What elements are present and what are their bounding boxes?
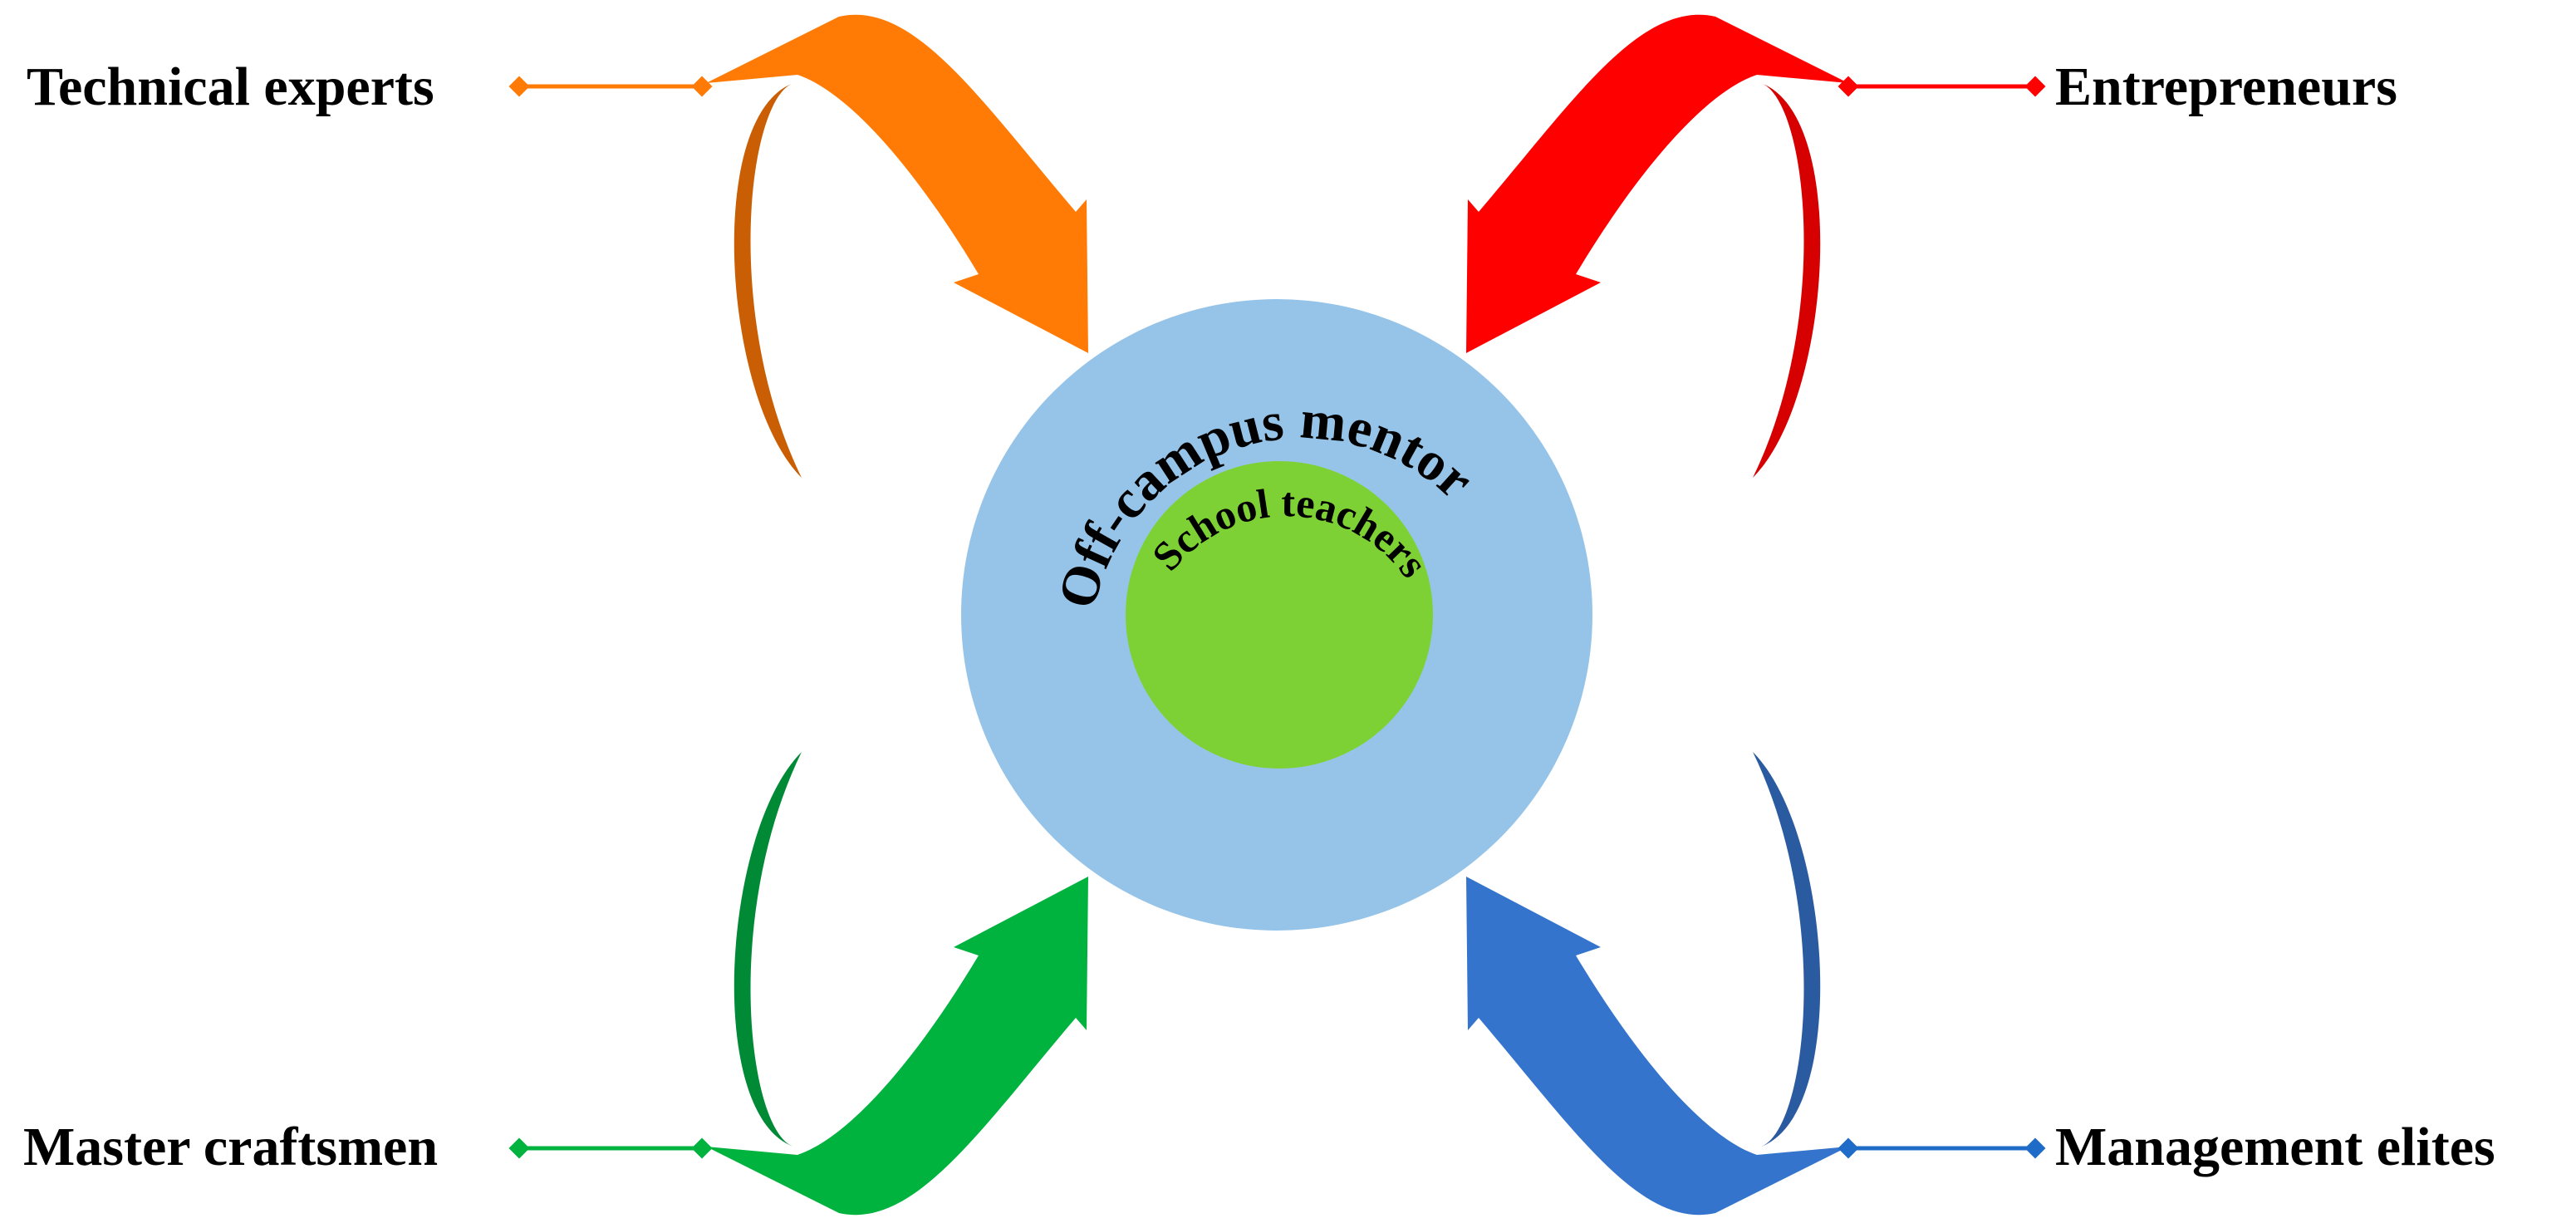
entrepreneurs-arrow — [1466, 14, 1848, 478]
management-elites-label: Management elites — [2055, 1117, 2495, 1177]
technical-experts-label: Technical experts — [27, 56, 434, 117]
inner-circle — [1126, 461, 1433, 769]
entrepreneurs-label: Entrepreneurs — [2055, 56, 2397, 117]
master-craftsmen-arrow — [706, 752, 1088, 1216]
master-craftsmen-label: Master craftsmen — [23, 1117, 439, 1177]
management-elites-arrow — [1466, 752, 1848, 1216]
technical-experts-arrow — [706, 14, 1088, 478]
